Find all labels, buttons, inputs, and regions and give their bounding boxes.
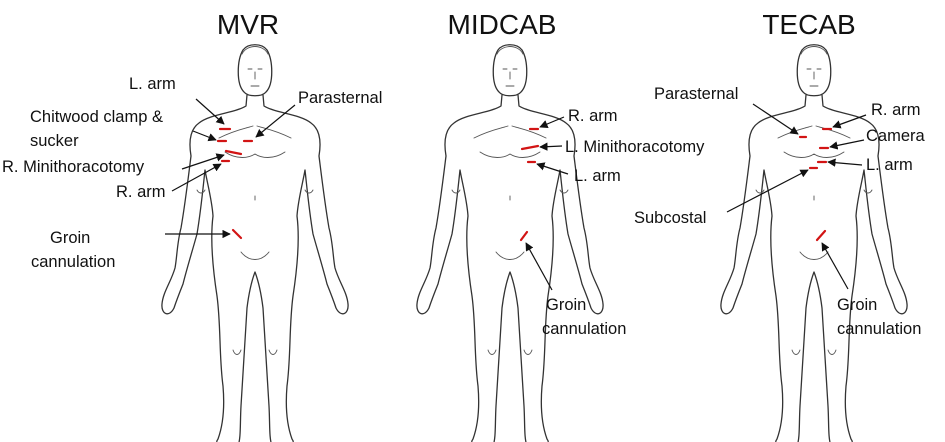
mvr-title: MVR <box>217 9 279 40</box>
midcab-body-outline <box>416 44 604 442</box>
tecab-parasternal-arrow <box>752 103 799 135</box>
tecab-camera-arrow <box>829 139 865 150</box>
midcab-minithoracotomy-incision <box>520 144 540 151</box>
mvr-label-l-arm: L. arm <box>129 75 176 93</box>
mvr-label-groin-line2: cannulation <box>31 253 115 271</box>
midcab-groin-incision <box>519 230 529 242</box>
mvr-minithoracotomy-incision <box>224 149 243 156</box>
midcab-label-r-arm: R. arm <box>568 107 618 125</box>
tecab-title: TECAB <box>762 9 855 40</box>
midcab-groin-arrow <box>525 242 553 291</box>
figure-midcab: MIDCAB R. arm L. Minithoracotomy L. arm … <box>416 9 705 442</box>
mvr-label-minithoracotomy: R. Minithoracotomy <box>2 158 145 176</box>
tecab-label-subcostal: Subcostal <box>634 209 706 227</box>
tecab-groin-incision <box>815 229 827 242</box>
tecab-label-camera: Camera <box>866 127 926 145</box>
tecab-subcostal-arrow <box>726 169 809 213</box>
midcab-l-arm-arrow <box>536 162 569 175</box>
tecab-label-groin-line2: cannulation <box>837 320 921 338</box>
tecab-label-parasternal: Parasternal <box>654 85 738 103</box>
tecab-label-r-arm: R. arm <box>871 101 921 119</box>
midcab-r-arm-arrow <box>539 116 565 128</box>
mvr-groin-incision <box>231 228 243 240</box>
mvr-label-r-arm: R. arm <box>116 183 166 201</box>
midcab-label-groin-line1: Groin <box>546 296 586 314</box>
tecab-l-arm-arrow <box>827 158 863 167</box>
tecab-r-arm-arrow <box>832 114 867 129</box>
midcab-label-minithoracotomy: L. Minithoracotomy <box>565 138 705 156</box>
midcab-label-l-arm: L. arm <box>574 167 621 185</box>
midcab-minithoracotomy-arrow <box>539 142 563 151</box>
midcab-title: MIDCAB <box>448 9 557 40</box>
tecab-label-groin-line1: Groin <box>837 296 877 314</box>
mvr-parasternal-arrow <box>255 104 296 138</box>
tecab-label-l-arm: L. arm <box>866 156 913 174</box>
tecab-groin-arrow <box>821 242 849 290</box>
mvr-l-arm-arrow <box>195 98 225 125</box>
mvr-label-parasternal: Parasternal <box>298 89 382 107</box>
mvr-minithoracotomy-arrow <box>181 153 225 170</box>
mvr-label-groin-line1: Groin <box>50 229 90 247</box>
midcab-label-groin-line2: cannulation <box>542 320 626 338</box>
figure-tecab: TECAB Parasternal R. arm Camera L. arm S… <box>634 9 926 442</box>
mvr-r-arm-arrow <box>171 163 222 192</box>
figure-mvr: MVR L. arm Parasternal Chitwood clamp & … <box>2 9 382 442</box>
mvr-label-chitwood-line2: sucker <box>30 132 79 150</box>
mvr-label-chitwood-line1: Chitwood clamp & <box>30 108 163 126</box>
mvr-chitwood-arrow <box>192 130 217 142</box>
